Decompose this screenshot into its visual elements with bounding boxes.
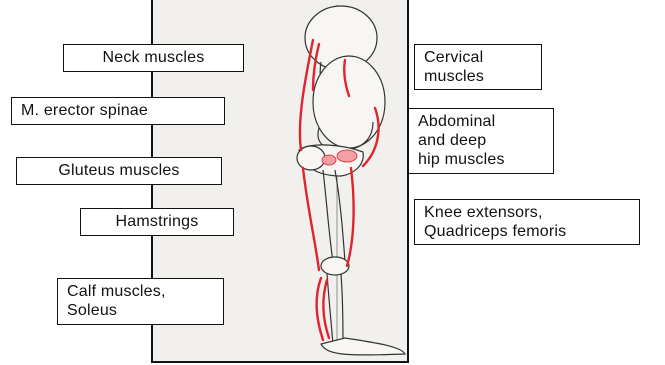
shin-bone (327, 274, 343, 344)
label-knee-extensors: Knee extensors, Quadriceps femoris (414, 199, 640, 245)
label-calf-muscles: Calf muscles, Soleus (57, 278, 224, 325)
label-abdominal-hip-muscles: Abdominal and deep hip muscles (408, 108, 554, 174)
label-hamstrings: Hamstrings (80, 208, 234, 236)
label-gluteus-muscles: Gluteus muscles (16, 157, 222, 185)
knee-joint (321, 257, 349, 275)
label-cervical-muscles: Cervical muscles (414, 44, 542, 90)
quadriceps-muscle-line (347, 168, 354, 266)
thigh-bone (323, 170, 345, 262)
foot (321, 338, 405, 355)
calf-muscle-line (317, 278, 323, 340)
hamstring-muscle-line (303, 168, 319, 270)
label-erector-spinae: M. erector spinae (11, 97, 225, 125)
thorax (313, 56, 385, 148)
label-neck-muscles: Neck muscles (63, 44, 244, 72)
